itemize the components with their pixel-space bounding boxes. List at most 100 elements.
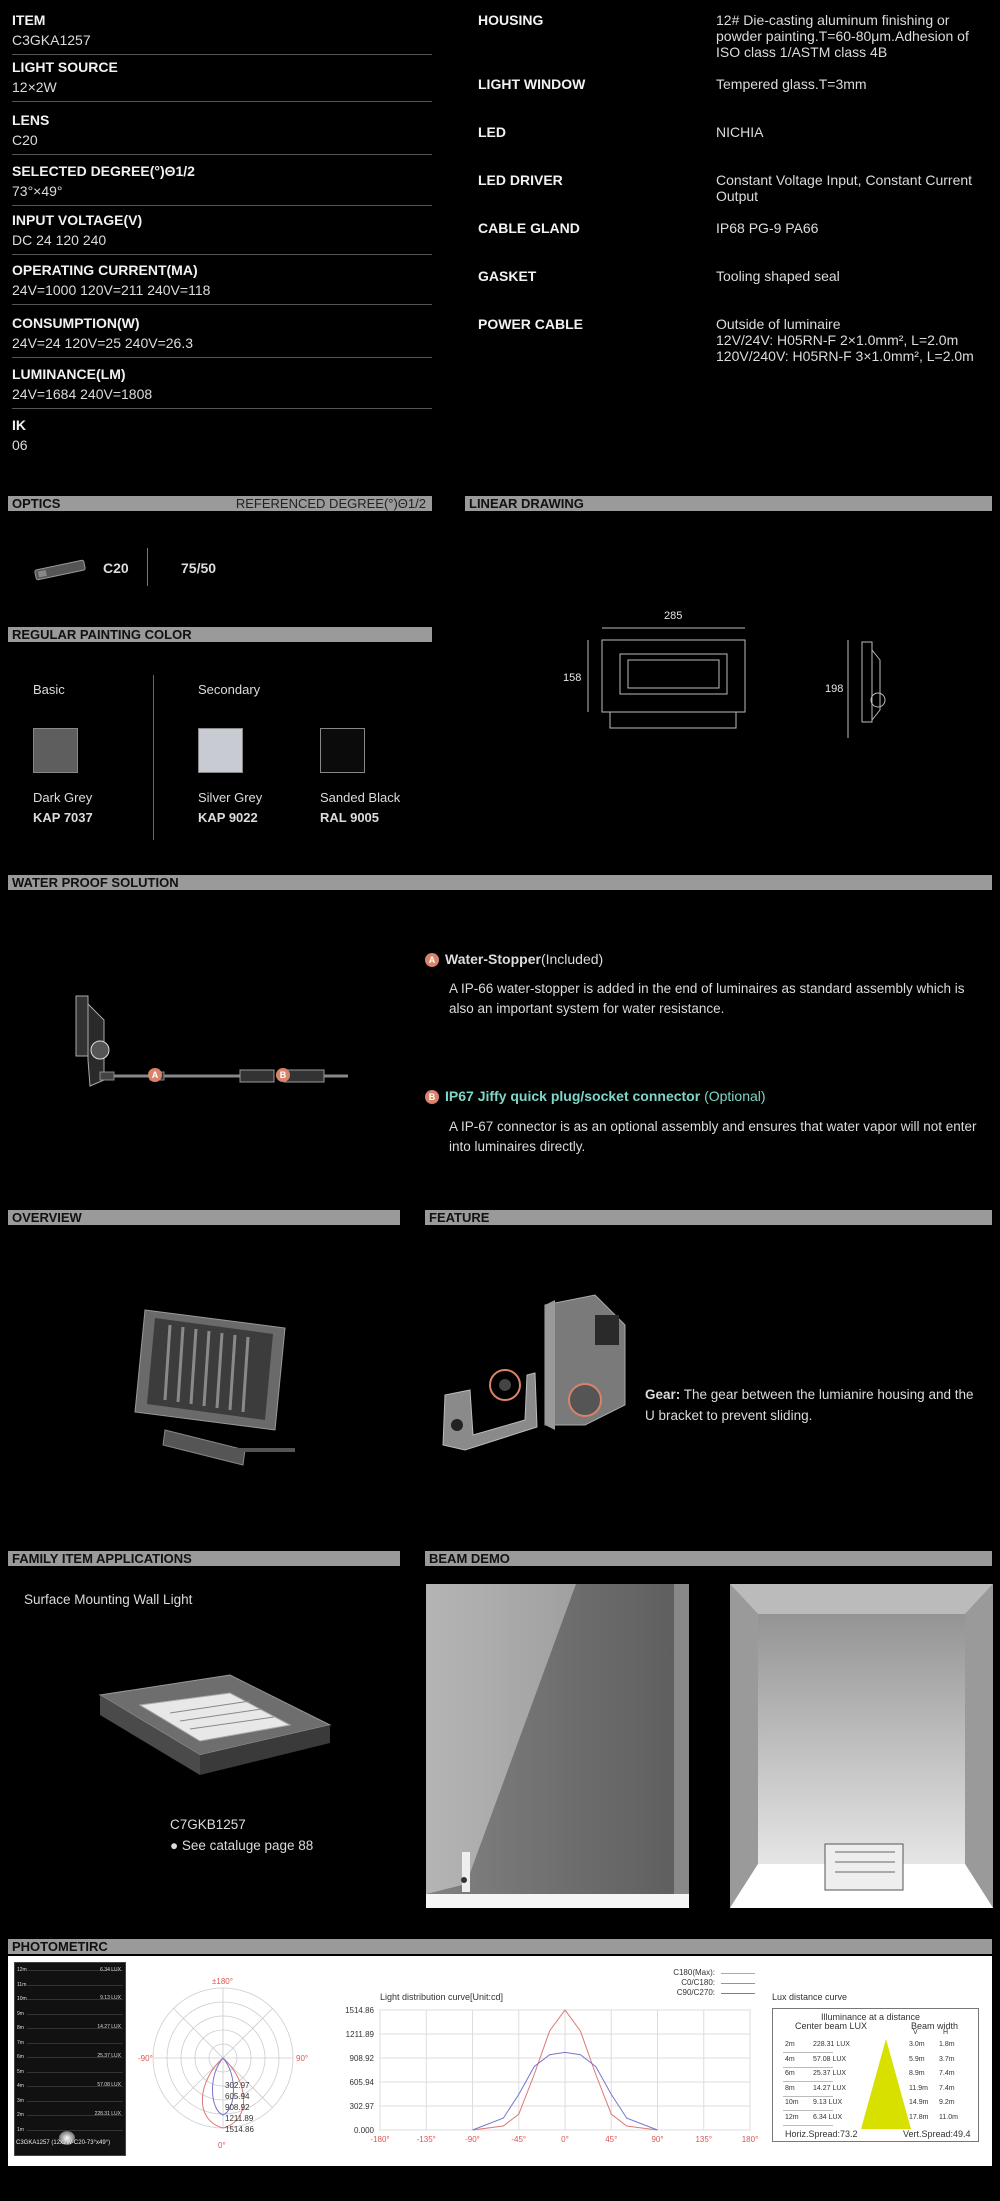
photometric-title: PHOTOMETIRC (12, 1939, 108, 1954)
iso-gridline (27, 2013, 123, 2015)
spec-row-left: CONSUMPTION(W) 24V=24 120V=25 240V=26.3 (12, 313, 432, 358)
curve-ytick: 908.92 (350, 2054, 375, 2063)
lux-col-v: V (913, 2029, 918, 2036)
beam-bar: BEAM DEMO (425, 1551, 992, 1566)
optics-bar: OPTICS REFERENCED DEGREE(°)Θ1/2 (8, 496, 432, 511)
color-name: Sanded Black (320, 790, 401, 805)
photometric-panel (8, 1956, 992, 2166)
polar-value: 1211.89 (225, 2114, 254, 2123)
optics-title: OPTICS (12, 496, 61, 511)
iso-gridline (27, 2100, 123, 2102)
lux-row-line (783, 2095, 833, 2097)
lux-cone (861, 2039, 911, 2129)
iso-row-label: 3m (17, 2097, 24, 2104)
spec-value: 06 (12, 437, 28, 453)
curve-ytick: 0.000 (354, 2126, 375, 2135)
photometric-bar: PHOTOMETIRC (8, 1939, 992, 1954)
iso-gridline (27, 1999, 123, 2000)
iso-row-label: 12m (17, 1967, 27, 1973)
feature-bar: FEATURE (425, 1210, 992, 1225)
spec-value: 24V=1684 240V=1808 (12, 386, 153, 402)
spec-row-left: SELECTED DEGREE(°)Θ1/2 73°×49° (12, 161, 432, 206)
lux-horiz: Horiz.Spread:73.2 (785, 2129, 858, 2139)
iso-lux-label: 25.37 LUX (97, 2053, 121, 2059)
lux-row-line (783, 2081, 833, 2082)
polar-value: 908.92 (225, 2103, 250, 2112)
distribution-curve-chart: 1514.861211.89908.92605.94302.970.000-18… (345, 2006, 758, 2144)
iso-row-label: 4m (17, 2083, 24, 2089)
iso-row-label: 7m (17, 2039, 24, 2046)
polar-left: -90° (138, 2054, 153, 2063)
optics-lens-icon (34, 559, 86, 581)
iso-row-label: 6m (17, 2054, 24, 2060)
waterproof-b-title: IP67 Jiffy quick plug/socket connector (445, 1088, 701, 1104)
curve-ytick: 1211.89 (346, 2030, 375, 2039)
linear-bar: LINEAR DRAWING (465, 496, 992, 511)
spec-row-left: OPERATING CURRENT(MA)24V=1000 120V=211 2… (12, 260, 432, 305)
lux-v: 8.9m (909, 2070, 925, 2077)
iso-row-label: 5m (17, 2068, 24, 2075)
lux-v: 5.9m (909, 2055, 925, 2063)
lux-value: 9.13 LUX (813, 2099, 843, 2106)
curve-ytick: 605.94 (350, 2078, 375, 2087)
curve-series-line (472, 2051, 658, 2131)
spec-value: Tooling shaped seal (716, 268, 840, 284)
family-bar: FAMILY ITEM APPLICATIONS (8, 1551, 400, 1566)
lux-h: 3.7m (939, 2055, 955, 2063)
lux-h: 7.4m (939, 2084, 955, 2092)
overview-product-image (134, 1309, 295, 1466)
optics-degree: 75/50 (181, 560, 217, 576)
curve-xtick: 45° (605, 2135, 617, 2144)
lux-col-center: Center beam LUX (795, 2021, 868, 2031)
curve-xtick: -90° (465, 2135, 480, 2144)
painting-basic-label: Basic (33, 682, 65, 697)
lux-col-width: Beam width (911, 2021, 959, 2031)
iso-row-label: 1m (17, 2126, 24, 2133)
color-swatch (320, 728, 365, 773)
iso-gridline (27, 2028, 123, 2029)
curve-xtick: -180° (370, 2135, 389, 2144)
iso-gridline (27, 1970, 123, 1971)
waterproof-a-text: A IP-66 water-stopper is added in the en… (449, 981, 965, 1016)
linear-depth: 198 (825, 683, 844, 695)
family-see: ● See cataluge page 88 (170, 1838, 314, 1853)
painting-title: REGULAR PAINTING COLOR (12, 627, 192, 642)
painting-secondary-label: Secondary (198, 682, 261, 697)
curve-legend-item: C90/C270: (640, 1988, 755, 1998)
waterproof-badge-a-illus: A (148, 1066, 168, 1084)
legend-swatch (721, 1993, 755, 1994)
family-subtitle: Surface Mounting Wall Light (24, 1592, 193, 1607)
spec-label: GASKET (478, 268, 537, 284)
lux-row-line (783, 2124, 833, 2126)
lux-distance: 12m (785, 2113, 799, 2121)
legend-label: C90/C270: (676, 1988, 715, 1997)
color-swatch (198, 728, 243, 773)
curve-legend-item: C180(Max): (640, 1968, 755, 1978)
lux-row-line (783, 2110, 833, 2111)
family-item: C7GKB1257 (170, 1817, 246, 1832)
spec-label: CABLE GLAND (478, 220, 580, 236)
iso-lux-label: 57.08 LUX (97, 2082, 121, 2088)
spec-label: CONSUMPTION(W) (12, 315, 140, 331)
beam-title: BEAM DEMO (429, 1551, 510, 1566)
spec-label: LED DRIVER (478, 172, 563, 188)
spec-value: 24V=24 120V=25 240V=26.3 (12, 335, 194, 351)
polar-top: ±180° (212, 1977, 233, 1986)
iso-lux-label: 228.31 LUX (94, 2111, 121, 2117)
lux-distance: 2m (785, 2041, 795, 2048)
iso-row-label: 2m (17, 2112, 24, 2118)
spec-value: 73°×49° (12, 183, 63, 199)
optics-lens: C20 (103, 560, 129, 576)
curve-xtick: 135° (695, 2135, 712, 2144)
waterproof-a-title: Water-Stopper (445, 951, 541, 967)
curve-xtick: 90° (651, 2135, 663, 2144)
linear-title: LINEAR DRAWING (469, 496, 584, 511)
spec-value: Tempered glass.T=3mm (716, 76, 867, 92)
iso-gridline (27, 2057, 123, 2058)
curve-xtick: -45° (511, 2135, 526, 2144)
spec-label: SELECTED DEGREE(°)Θ1/2 (12, 163, 195, 179)
lux-v: 14.9m (909, 2099, 929, 2106)
feature-title: FEATURE (429, 1210, 490, 1225)
